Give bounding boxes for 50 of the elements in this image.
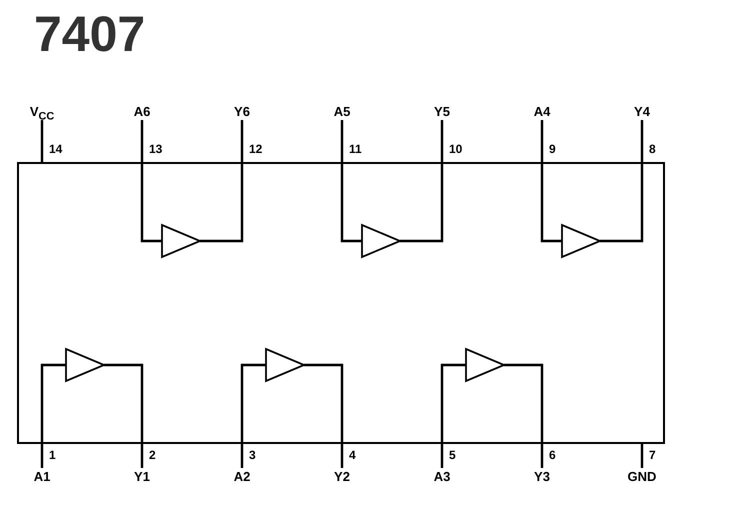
pin-wire bbox=[440, 364, 466, 468]
buffer-symbol bbox=[361, 224, 401, 258]
pin-label: A1 bbox=[34, 469, 50, 484]
pin-wire bbox=[504, 364, 544, 468]
pin-number: 13 bbox=[149, 142, 162, 156]
pin-wire bbox=[340, 120, 362, 242]
pin-label: Y3 bbox=[534, 469, 550, 484]
pin-wire bbox=[304, 364, 344, 468]
pin-label: A6 bbox=[134, 104, 150, 119]
pin-wire bbox=[540, 120, 562, 242]
buffer-symbol bbox=[265, 348, 305, 382]
pin-number: 14 bbox=[49, 142, 62, 156]
pin-number: 5 bbox=[449, 448, 456, 462]
pin-wire bbox=[640, 444, 644, 468]
chip-title: 7407 bbox=[34, 6, 146, 62]
pin-number: 7 bbox=[649, 448, 656, 462]
pin-wire bbox=[40, 364, 66, 468]
pin-number: 6 bbox=[549, 448, 556, 462]
buffer-symbol bbox=[65, 348, 105, 382]
pin-label: A2 bbox=[234, 469, 250, 484]
pin-wire bbox=[240, 364, 266, 468]
buffer-symbol bbox=[465, 348, 505, 382]
pin-label: V$_{CC}$ bbox=[30, 104, 54, 125]
pin-number: 2 bbox=[149, 448, 156, 462]
pin-label: Y2 bbox=[334, 469, 350, 484]
pin-number: 11 bbox=[349, 142, 362, 156]
pin-number: 4 bbox=[349, 448, 356, 462]
pin-label: Y1 bbox=[134, 469, 150, 484]
pin-label: A5 bbox=[334, 104, 350, 119]
pin-label: Y4 bbox=[634, 104, 650, 119]
pin-wire bbox=[104, 364, 144, 468]
pin-number: 3 bbox=[249, 448, 256, 462]
pin-number: 10 bbox=[449, 142, 462, 156]
pin-number: 12 bbox=[249, 142, 262, 156]
pin-wire bbox=[200, 120, 244, 242]
pin-wire bbox=[400, 120, 444, 242]
pin-wire bbox=[600, 120, 644, 242]
buffer-symbol bbox=[161, 224, 201, 258]
pin-label: A4 bbox=[534, 104, 550, 119]
pin-number: 1 bbox=[49, 448, 56, 462]
chip-package bbox=[17, 162, 665, 444]
pin-label: A3 bbox=[434, 469, 450, 484]
pin-label: GND bbox=[628, 469, 656, 484]
pin-label: Y6 bbox=[234, 104, 250, 119]
pin-number: 9 bbox=[549, 142, 556, 156]
pin-label: Y5 bbox=[434, 104, 450, 119]
pin-wire bbox=[140, 120, 162, 242]
pin-number: 8 bbox=[649, 142, 656, 156]
pin-wire bbox=[40, 120, 44, 162]
buffer-symbol bbox=[561, 224, 601, 258]
